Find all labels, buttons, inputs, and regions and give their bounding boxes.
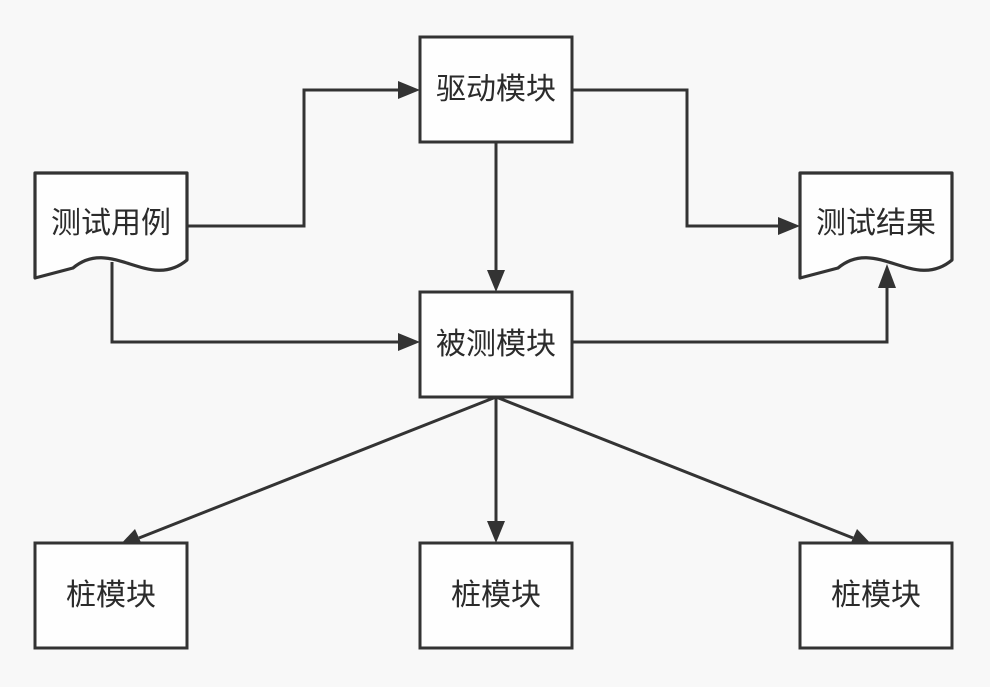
node-test-case-document[interactable]: 测试用例	[33, 171, 189, 280]
edge-driver-to-testresult	[572, 88, 800, 235]
edge-testcase-to-under-test	[110, 262, 420, 351]
node-stub-module-left[interactable]: 桩模块	[33, 541, 189, 650]
edge-driver-to-under-test	[487, 142, 505, 292]
arrow-head-icon	[778, 217, 800, 235]
node-stub-module-left-label: 桩模块	[66, 579, 156, 612]
edge-under-test-to-stub-right	[495, 395, 874, 547]
edge-under-test-to-testresult	[572, 264, 896, 344]
edge-under-test-to-stub-center	[487, 397, 505, 543]
edge-testcase-to-driver	[188, 81, 420, 228]
node-test-result-document[interactable]: 测试结果	[798, 171, 954, 280]
node-stub-module-center[interactable]: 桩模块	[418, 541, 574, 650]
node-module-under-test-label: 被测模块	[436, 328, 556, 361]
arrow-head-icon	[487, 521, 505, 543]
arrow-head-icon	[398, 333, 420, 351]
edge-under-test-to-stub-left	[118, 395, 497, 547]
arrow-head-icon	[487, 270, 505, 292]
node-module-under-test[interactable]: 被测模块	[418, 290, 574, 399]
node-test-result-label: 测试结果	[816, 207, 936, 240]
node-stub-module-right-label: 桩模块	[831, 579, 921, 612]
node-stub-module-center-label: 桩模块	[451, 579, 541, 612]
node-stub-module-right[interactable]: 桩模块	[798, 541, 954, 650]
arrow-head-icon	[398, 81, 420, 99]
node-test-case-label: 测试用例	[51, 207, 171, 240]
node-driver-module-label: 驱动模块	[436, 73, 556, 106]
node-driver-module[interactable]: 驱动模块	[418, 35, 574, 144]
arrow-head-icon	[878, 264, 896, 288]
